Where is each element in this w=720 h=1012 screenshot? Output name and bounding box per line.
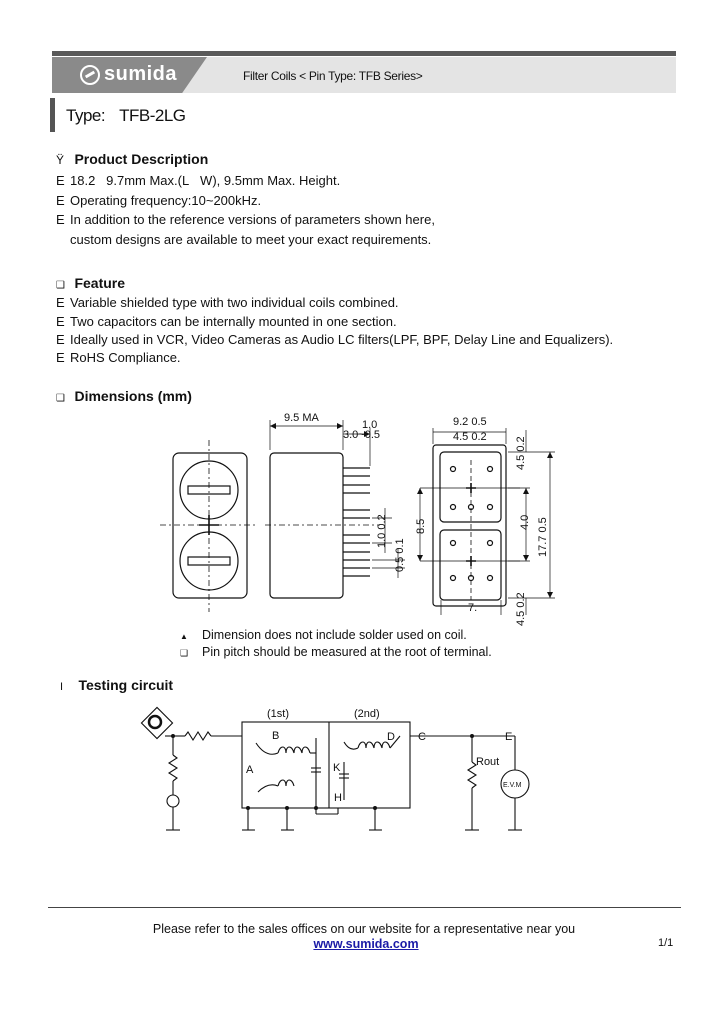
section-title: Dimensions (mm) [74,388,192,404]
list-item-text: custom designs are available to meet you… [70,232,432,247]
label-D: D [387,731,395,743]
dim-right-top: 4.5 0.2 [515,436,527,470]
section-title: Product Description [74,151,209,167]
page-number: 1/1 [658,937,674,949]
product-description-heading: Ÿ Product Description [56,151,208,169]
dim-right-bottom: 4.5 0.2 [515,592,527,626]
dim-pin-offset: 1.0 [362,419,377,431]
testing-circuit-diagram: (1st) (2nd) B A K H D C E Rout E.V.M [140,706,530,831]
side-view-body [269,452,344,599]
dim-left-height: 8.5 [415,519,427,534]
dim-right-mid: 4.0 [519,515,531,530]
source-terminal [166,794,180,808]
dim-pin-length: 3.0~0.5 [343,429,380,441]
list-item: E Variable shielded type with two individ… [56,295,399,310]
type-accent-bar [50,98,55,132]
coil-1st-upper [277,746,311,754]
label-K: K [333,762,341,774]
list-item-text: Variable shielded type with two individu… [70,295,399,310]
label-H: H [334,792,342,804]
type-label: Type: [66,106,106,125]
dim-top-width: 9.2 0.5 [453,416,487,428]
label-A: A [246,764,254,776]
list-item: E 18.2 9.7mm Max.(L W), 9.5mm Max. Height… [56,173,340,188]
section-marker-icon: ❑ [56,393,65,404]
section-marker-icon: I [60,681,64,693]
label-C: C [418,731,426,743]
bullet: E [56,173,65,188]
note-marker-icon: ❑ [180,648,189,658]
website-link[interactable]: www.sumida.com [313,937,419,951]
note-pin-pitch: ❑ Pin pitch should be measured at the roo… [180,645,492,659]
source-resistor [167,754,179,782]
top-view-lower-cell [439,529,502,601]
dimensions-heading: ❑ Dimensions (mm) [56,388,192,406]
dim-right-total: 17.7 0.5 [537,517,549,557]
list-item-text: 18.2 9.7mm Max.(L W), 9.5mm Max. Height. [70,173,341,188]
dim-pin-width: 0.5 0.1 [394,538,406,572]
footer-rule [48,907,681,908]
series-resistor [184,730,212,742]
dim-bottom-width: 7. [468,602,477,614]
dim-top-half: 4.5 0.2 [453,431,487,443]
rout-resistor [466,761,478,789]
list-item: custom designs are available to meet you… [56,232,431,247]
header-top-rule [52,51,676,56]
dim-side-width: 9.5 MA [284,412,320,424]
label-E: E [505,731,512,743]
type-value: TFB-2LG [119,106,186,125]
label-1st: (1st) [267,708,289,720]
bullet: E [56,212,65,227]
list-item-text: RoHS Compliance. [70,350,181,365]
note-solder: ▲ Dimension does not include solder used … [180,628,467,642]
bullet: E [56,332,65,347]
label-evm: E.V.M [503,782,522,789]
header-logo-band [52,57,207,93]
label-B: B [272,730,279,742]
note-marker-icon: ▲ [180,632,188,641]
list-item-text: Operating frequency:10~200kHz. [70,193,262,208]
front-view-body [172,452,248,599]
list-item: E Ideally used in VCR, Video Cameras as A… [56,332,613,347]
section-marker-icon: Ÿ [56,153,65,167]
bullet: E [56,295,65,310]
list-item-text: Ideally used in VCR, Video Cameras as Au… [70,332,614,347]
section-marker-icon: ❑ [56,280,65,291]
section-title: Feature [74,275,126,291]
side-pins [343,467,370,577]
list-item-text: In addition to the reference versions of… [70,212,435,227]
testing-heading: I Testing circuit [60,677,173,695]
header-title: Filter Coils < Pin Type: TFB Series> [243,69,423,83]
top-view-body [432,444,507,607]
section-title: Testing circuit [78,677,174,693]
signal-source-icon [140,706,174,740]
label-rout: Rout [476,756,499,768]
label-2nd: (2nd) [354,708,380,720]
coil-1st-lower [277,779,295,787]
sumida-logo-mark-icon [80,64,100,85]
list-item: E In addition to the reference versions o… [56,212,435,227]
logo-text: sumida [104,63,178,85]
top-view-upper-cell [439,451,502,523]
dim-pin-pitch: 1.0 0.2 [376,514,388,548]
filter-box [241,721,411,809]
footer-text: Please refer to the sales offices on our… [152,922,576,936]
bullet: E [56,314,65,329]
list-item: E RoHS Compliance. [56,350,181,365]
list-item: E Operating frequency:10~200kHz. [56,193,261,208]
sumida-logo: sumida [80,63,177,86]
list-item: E Two capacitors can be internally mounte… [56,314,397,329]
feature-heading: ❑ Feature [56,275,125,293]
type-row: Type: TFB-2LG [66,106,186,126]
note-text: Dimension does not include solder used o… [202,628,467,642]
bullet: E [56,350,65,365]
list-item-text: Two capacitors can be internally mounted… [70,314,397,329]
note-text: Pin pitch should be measured at the root… [202,645,492,659]
coil-2nd [357,741,391,749]
dimensions-drawing: 9.5 MA 1.0 3.0~0.5 9.2 0.5 4.5 0.2 7. 1.… [160,412,555,626]
bullet: E [56,193,65,208]
